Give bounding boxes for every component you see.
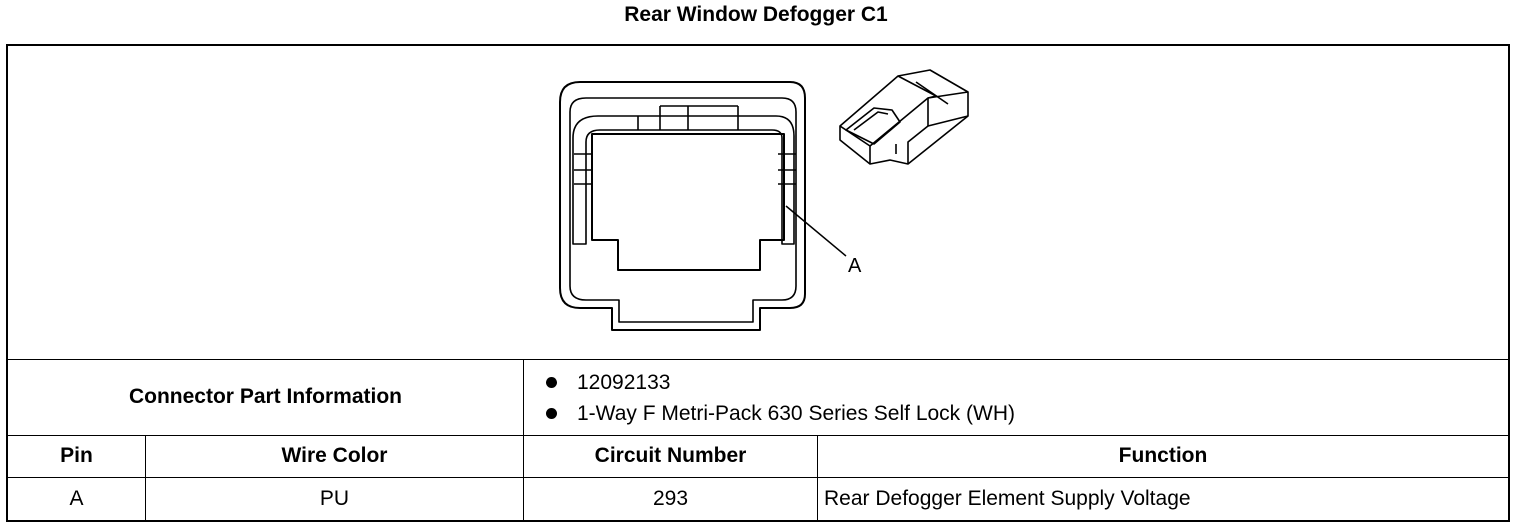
cell-wire-color: PU bbox=[145, 477, 523, 520]
cell-pin: A bbox=[69, 486, 84, 510]
connector-inner-outline bbox=[569, 97, 797, 323]
part-info-values: 12092133 1-Way F Metri-Pack 630 Series S… bbox=[523, 359, 1508, 435]
cell-function: Rear Defogger Element Supply Voltage bbox=[817, 477, 1508, 520]
connector-latch bbox=[572, 115, 795, 245]
connector-drawing: A bbox=[559, 69, 969, 331]
bullet-icon bbox=[546, 408, 557, 419]
header-circuit-number: Circuit Number bbox=[523, 435, 817, 477]
callout-label-a: A bbox=[848, 255, 862, 277]
cell-circuit-number: 293 bbox=[523, 477, 817, 520]
header-pin: Pin bbox=[60, 444, 93, 467]
part-info-row: Connector Part Information 12092133 1-Wa… bbox=[8, 359, 1508, 436]
header-function: Function bbox=[817, 435, 1508, 477]
connector-iso-view bbox=[839, 69, 969, 165]
connector-sheet: A Connector Part Information bbox=[6, 44, 1510, 522]
part-info-label: Connector Part Information bbox=[128, 385, 402, 408]
part-info-item: 1-Way F Metri-Pack 630 Series Self Lock … bbox=[546, 398, 1015, 429]
part-description: 1-Way F Metri-Pack 630 Series Self Lock … bbox=[577, 401, 1015, 425]
terminal-cavity-a bbox=[591, 133, 785, 271]
connector-face-outline bbox=[559, 81, 806, 331]
connector-diagram: A bbox=[8, 46, 1508, 360]
bullet-icon bbox=[546, 377, 557, 388]
part-info-item: 12092133 bbox=[546, 367, 1015, 398]
page-title: Rear Window Defogger C1 bbox=[624, 3, 888, 26]
header-wire-color: Wire Color bbox=[145, 435, 523, 477]
table-header-row: Pin Wire Color Circuit Number Function bbox=[8, 435, 1508, 478]
part-number: 12092133 bbox=[577, 370, 671, 394]
table-row: A PU 293 Rear Defogger Element Supply Vo… bbox=[8, 477, 1508, 520]
